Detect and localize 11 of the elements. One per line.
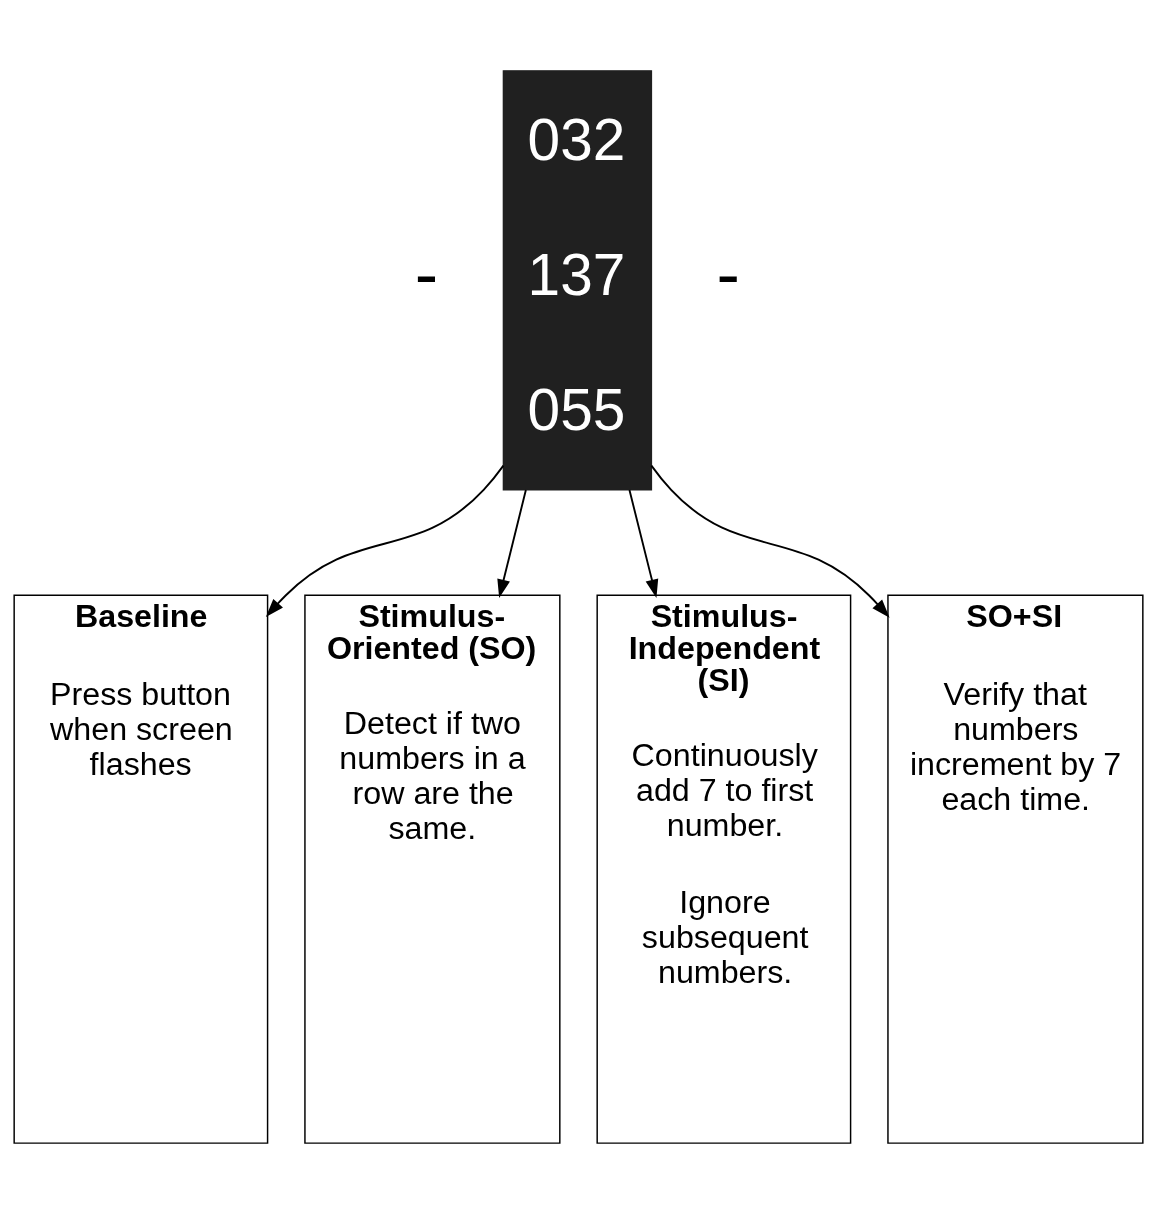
node-box: Stimulus-Independent (SI) Continuously add 7 to first number. Ignore subsequent numbers. — [596, 594, 852, 1144]
arrow — [650, 464, 890, 618]
node-box: 032 137 055 — [502, 70, 653, 491]
arrow — [628, 489, 659, 598]
node-box: Stimulus-Oriented (SO) Detect if two numbers in a row are the same. — [304, 594, 561, 1144]
label: - — [716, 233, 740, 313]
label: - — [414, 233, 439, 313]
node-box: SO+SI Verify that numbers increment by 7 each time. — [887, 594, 1144, 1144]
arrow — [265, 464, 505, 618]
node-box: Baseline Press button when screen flashes — [13, 594, 269, 1144]
arrow — [497, 489, 527, 598]
